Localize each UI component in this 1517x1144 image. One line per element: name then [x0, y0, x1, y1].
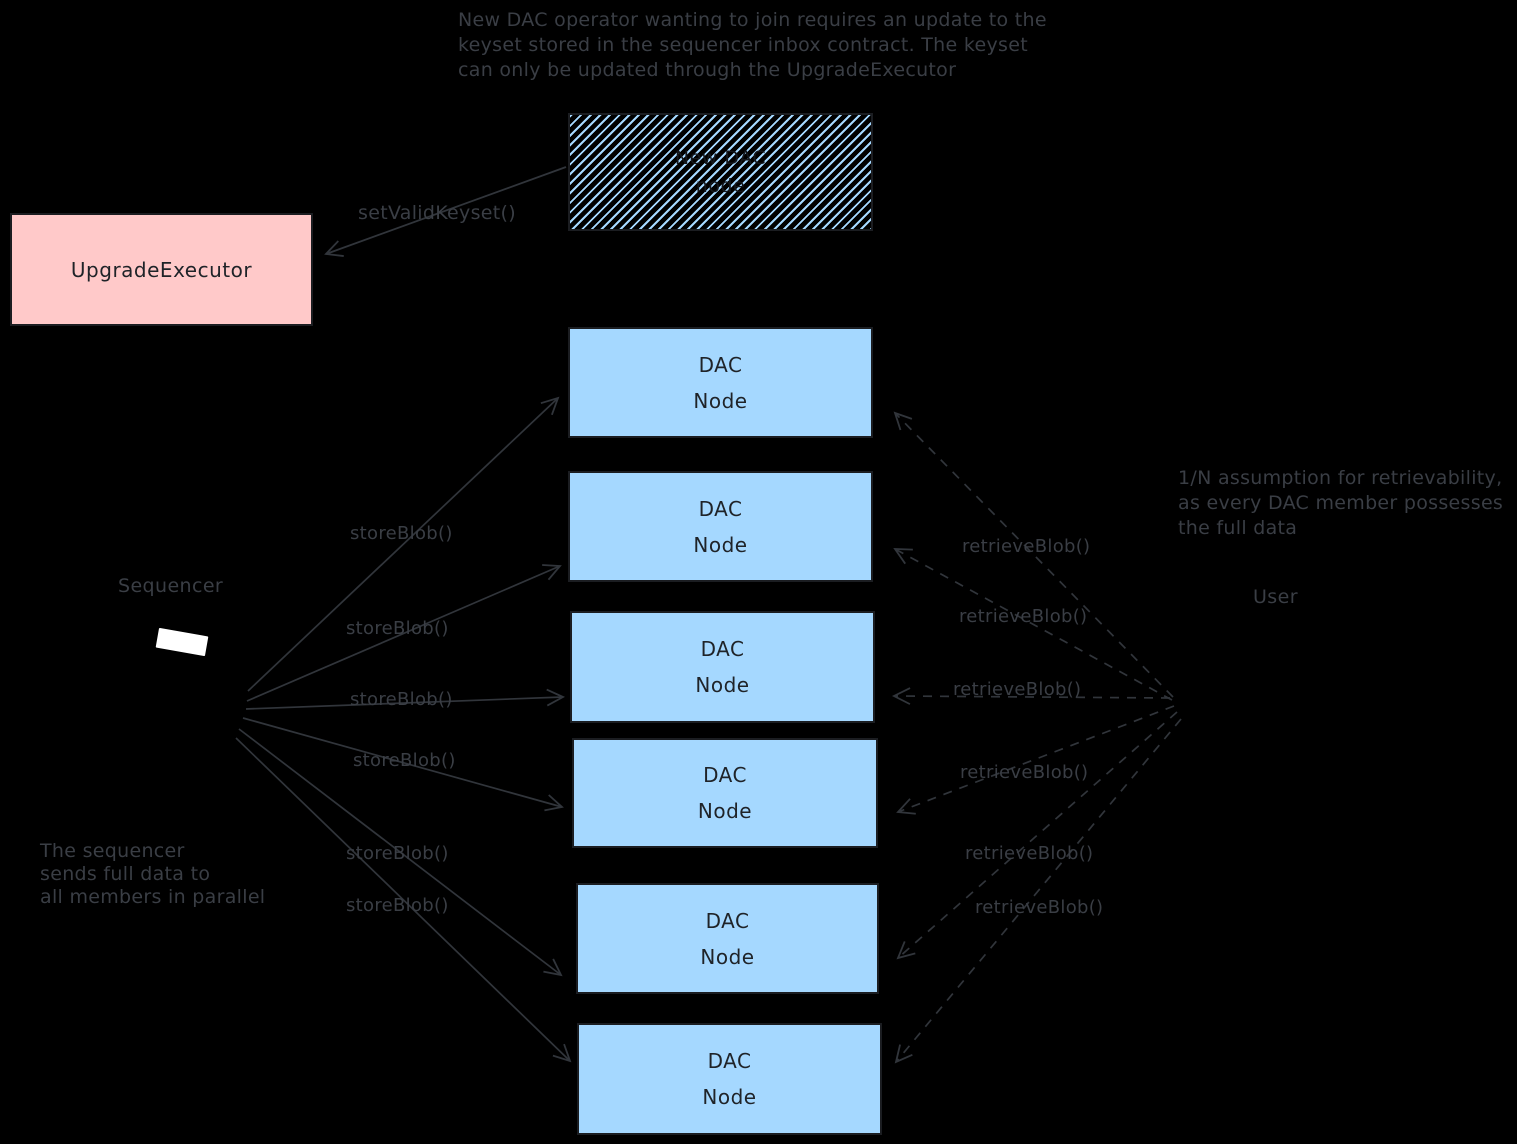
store-blob-label-3: storeBlob() [350, 689, 453, 710]
arrow-retrieve-blob-4 [896, 705, 1175, 815]
set-valid-keyset-label: setValidKeyset() [358, 202, 516, 224]
dac-node-label: Node [700, 944, 755, 969]
dac-node-label: Node [693, 532, 748, 557]
new-dac-node-box: New DAC node [568, 113, 873, 231]
dac-node-label: Node [702, 1085, 757, 1109]
parallel-note-line: all members in parallel [40, 886, 266, 908]
dac-node-label: DAC [703, 763, 747, 787]
retrieve-blob-label-2: retrieveBlob() [959, 606, 1088, 627]
arrow-store-blob-3 [245, 688, 566, 710]
parallel-note-line: sends full data to [40, 863, 211, 885]
store-blob-label-5: storeBlob() [346, 843, 449, 864]
dac-node-box-2: DAC Node [568, 471, 873, 582]
retrievability-note-line: the full data [1178, 517, 1298, 539]
keyset-note-line: New DAC operator wanting to join require… [458, 9, 1047, 31]
keyset-note-line: keyset stored in the sequencer inbox con… [458, 34, 1028, 56]
dac-node-label: Node [697, 799, 753, 823]
parallel-note: The sequencer sends full data to all mem… [40, 840, 265, 909]
arrow-set-valid-keyset [324, 166, 567, 257]
retrievability-note-line: 1/N assumption for retrievability, [1178, 467, 1503, 489]
dac-node-box-5: DAC Node [576, 883, 879, 994]
retrievability-note: 1/N assumption for retrievability, as ev… [1178, 466, 1503, 541]
dac-node-label: DAC [698, 352, 743, 377]
retrieve-blob-label-4: retrieveBlob() [960, 762, 1089, 783]
dac-node-box-3: DAC Node [570, 611, 875, 723]
arrow-retrieve-blob-3 [891, 687, 1171, 705]
retrieve-blob-label-5: retrieveBlob() [965, 843, 1094, 864]
parallel-note-line: The sequencer [40, 840, 185, 862]
dac-node-label: Node [695, 673, 750, 697]
sequencer-label: Sequencer [118, 575, 224, 597]
store-blob-label-4: storeBlob() [353, 750, 456, 771]
retrievability-note-line: as every DAC member possesses [1178, 492, 1504, 514]
dac-node-label: DAC [707, 1049, 752, 1073]
dac-node-box-6: DAC Node [577, 1023, 882, 1135]
arrow-store-blob-1 [247, 396, 560, 692]
arrow-store-blob-6 [235, 737, 572, 1063]
dac-node-box-1: DAC Node [568, 327, 873, 438]
new-dac-node-label: node [695, 175, 746, 197]
upgrade-executor-label: UpgradeExecutor [70, 257, 253, 282]
dac-node-label: DAC [705, 908, 750, 933]
user-label: User [1253, 586, 1298, 608]
keyset-note-line: can only be updated through the UpgradeE… [458, 59, 957, 81]
new-dac-node-label: New DAC [674, 147, 767, 169]
arrow-store-blob-2 [246, 564, 562, 702]
retrieve-blob-label-6: retrieveBlob() [975, 897, 1104, 918]
arrow-store-blob-5 [238, 728, 563, 977]
arrow-store-blob-4 [242, 717, 564, 812]
arrow-retrieve-blob-6 [894, 718, 1182, 1064]
dac-node-label: DAC [698, 496, 743, 521]
store-blob-label-6: storeBlob() [346, 895, 449, 916]
upgrade-executor-box: UpgradeExecutor [10, 213, 313, 326]
dac-node-box-4: DAC Node [572, 738, 878, 848]
retrieve-blob-label-3: retrieveBlob() [953, 679, 1082, 700]
retrieve-blob-label-1: retrieveBlob() [962, 536, 1091, 557]
store-blob-label-2: storeBlob() [346, 618, 449, 639]
store-blob-label-1: storeBlob() [350, 523, 453, 544]
arrow-retrieve-blob-1 [893, 411, 1174, 698]
dac-node-label: DAC [700, 637, 745, 661]
arrow-retrieve-blob-2 [893, 548, 1173, 701]
arrow-retrieve-blob-5 [896, 711, 1178, 960]
keyset-note: New DAC operator wanting to join require… [458, 8, 1047, 83]
dac-node-label: Node [693, 388, 748, 413]
